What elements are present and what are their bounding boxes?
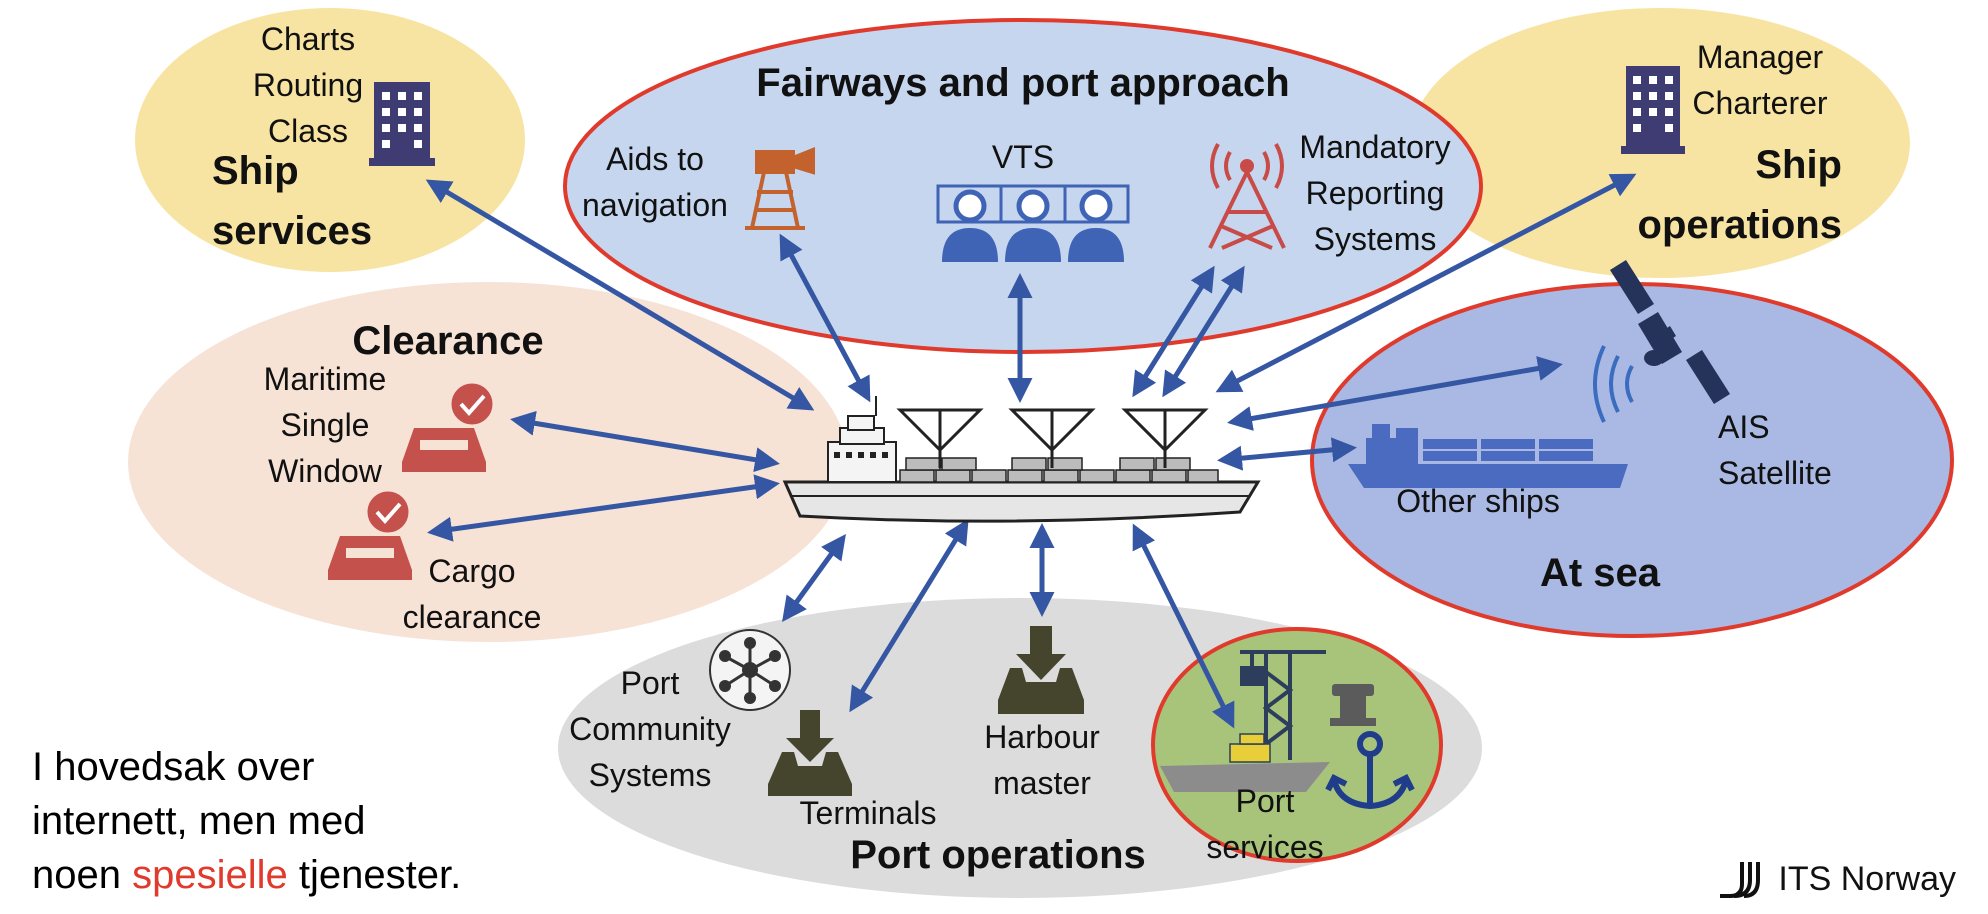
note-text: I hovedsak over internett, men med noen … bbox=[32, 740, 592, 902]
harbour-master-inbox-icon bbox=[998, 626, 1084, 714]
clearance-title: Clearance bbox=[352, 319, 543, 363]
note-line-2: internett, men med bbox=[32, 799, 366, 843]
mandatory-label-line2: Reporting bbox=[1306, 175, 1445, 211]
office-building-icon bbox=[369, 82, 435, 166]
harbour-label-line1: Harbour bbox=[984, 719, 1100, 755]
port-operations-title: Port operations bbox=[850, 833, 1146, 877]
ais-label: AIS bbox=[1718, 409, 1770, 445]
ship-operations-title-line1: Ship bbox=[1755, 143, 1842, 187]
bollard-icon bbox=[1330, 684, 1376, 726]
inbox-check-icon-cargo bbox=[328, 488, 412, 580]
msw-label-line3: Window bbox=[268, 453, 383, 489]
vts-operators-icon bbox=[936, 184, 1130, 262]
container-ship-icon bbox=[1348, 424, 1628, 488]
msw-label-line1: Maritime bbox=[264, 361, 387, 397]
terminals-label: Terminals bbox=[800, 795, 937, 831]
port-crane-icon bbox=[1240, 650, 1326, 760]
note-line-1: I hovedsak over bbox=[32, 745, 315, 789]
pcs-label-line3: Systems bbox=[589, 757, 712, 793]
ship-services-item-class: Class bbox=[268, 113, 348, 149]
aids-label-line1: Aids to bbox=[606, 141, 704, 177]
anchor-icon bbox=[1325, 731, 1415, 810]
note-highlight-word: spesielle bbox=[132, 853, 288, 897]
small-ship-icon bbox=[1160, 733, 1330, 792]
mandatory-label-line3: Systems bbox=[1314, 221, 1437, 257]
ship-services-title-line2: services bbox=[212, 209, 372, 253]
ship-operations-item-charterer: Charterer bbox=[1692, 85, 1828, 121]
its-norway-logo: ITS Norway bbox=[1714, 856, 1956, 902]
ship-operations-title-line2: operations bbox=[1638, 203, 1842, 247]
arrow-port-services bbox=[1132, 523, 1235, 729]
msw-label-line2: Single bbox=[281, 407, 370, 443]
connection-arrows bbox=[425, 173, 1637, 729]
port-services-label-line1: Port bbox=[1236, 783, 1295, 819]
arrow-msw bbox=[510, 410, 780, 473]
inbox-check-icon-msw bbox=[402, 380, 496, 472]
cargo-ship-icon bbox=[782, 396, 1261, 523]
arrow-satellite bbox=[1227, 356, 1563, 431]
network-hub-icon bbox=[709, 629, 791, 711]
ship-services-title: Ship services bbox=[212, 149, 372, 253]
pcs-label-line2: Community bbox=[569, 711, 731, 747]
cargo-label-line1: Cargo bbox=[428, 553, 515, 589]
lighthouse-icon bbox=[745, 147, 815, 230]
arrow-pcs bbox=[782, 533, 846, 623]
satellite-label: Satellite bbox=[1718, 455, 1832, 491]
pcs-label-line1: Port bbox=[621, 665, 680, 701]
note-line-3-post: tjenester. bbox=[287, 853, 462, 897]
other-ships-label: Other ships bbox=[1396, 483, 1560, 519]
arrow-other-ships bbox=[1217, 437, 1357, 471]
radio-tower-icon bbox=[1208, 143, 1286, 250]
fairways-title: Fairways and port approach bbox=[756, 61, 1289, 105]
port-services-region bbox=[1151, 627, 1443, 863]
cargo-label-line2: clearance bbox=[403, 599, 542, 635]
its-norway-logo-text: ITS Norway bbox=[1778, 859, 1956, 898]
arrow-ship-operations bbox=[1215, 173, 1637, 393]
ship-services-title-line1: Ship bbox=[212, 149, 299, 193]
arrow-aids bbox=[779, 233, 871, 403]
satellite-icon bbox=[1593, 260, 1730, 423]
terminals-inbox-icon bbox=[768, 710, 852, 796]
arrow-terminals bbox=[849, 518, 969, 713]
its-norway-logo-icon bbox=[1720, 862, 1761, 898]
ship-services-item-charts: Charts bbox=[261, 21, 355, 57]
vts-label: VTS bbox=[992, 139, 1054, 175]
aids-label-line2: navigation bbox=[582, 187, 728, 223]
ship-services-labels: Charts Routing Class bbox=[253, 21, 363, 149]
port-services-label-line2: services bbox=[1206, 829, 1323, 865]
note-line-3-pre: noen bbox=[32, 853, 133, 897]
arrow-cargo bbox=[427, 474, 780, 542]
ship-operations-item-manager: Manager bbox=[1697, 39, 1824, 75]
harbour-label-line2: master bbox=[993, 765, 1091, 801]
at-sea-title: At sea bbox=[1540, 551, 1661, 595]
arrow-ship-services bbox=[425, 179, 815, 411]
ship-services-item-routing: Routing bbox=[253, 67, 363, 103]
office-building-icon-2 bbox=[1621, 66, 1685, 154]
mandatory-label-line1: Mandatory bbox=[1299, 129, 1450, 165]
note-line-3: noen spesielle tjenester. bbox=[32, 848, 592, 902]
